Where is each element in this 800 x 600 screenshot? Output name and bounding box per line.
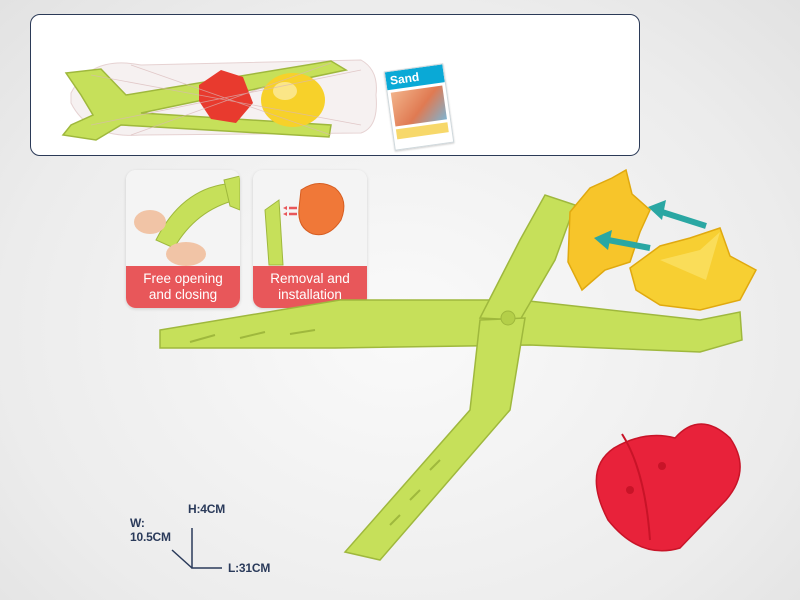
caption-line: Free opening bbox=[143, 271, 223, 286]
hand-squeezing-tool-photo bbox=[126, 170, 240, 266]
width-dimension-label: W: 10.5CM bbox=[130, 516, 171, 544]
package-preview-box: Sand bbox=[30, 14, 640, 156]
width-label-line: 10.5CM bbox=[130, 530, 171, 544]
caption-line: Removal and bbox=[270, 271, 350, 286]
length-dimension-label: L:31CM bbox=[228, 561, 271, 575]
mold-removal-photo bbox=[253, 170, 367, 266]
width-label-line: W: bbox=[130, 516, 145, 530]
packaged-toy-illustration bbox=[61, 59, 377, 141]
caption-line: installation bbox=[278, 287, 342, 302]
caption-line: and closing bbox=[148, 287, 218, 302]
dimension-axes bbox=[191, 528, 222, 569]
height-dimension-label: H:4CM bbox=[188, 502, 225, 516]
